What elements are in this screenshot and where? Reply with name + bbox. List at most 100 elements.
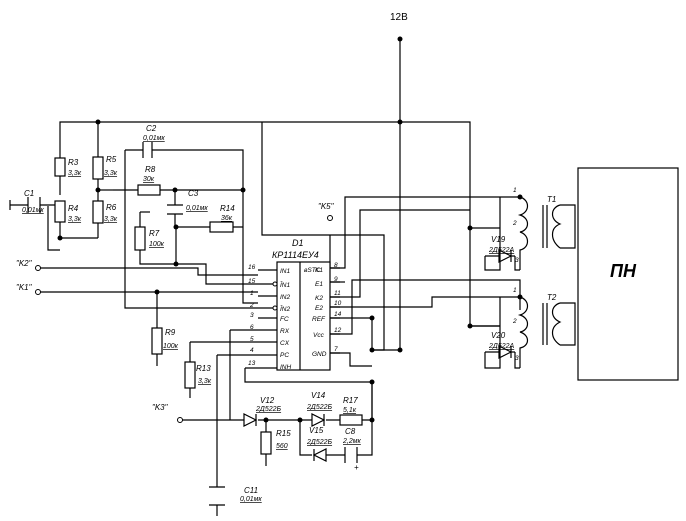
pn-label: ПН xyxy=(610,261,637,281)
port-k5-label: "K5" xyxy=(318,202,335,211)
pin-name: E1 xyxy=(315,281,323,288)
pin-name: E2 xyxy=(315,305,323,312)
pin-num: 9 xyxy=(334,276,338,283)
diode-v14 xyxy=(311,413,326,427)
pin-num: 10 xyxy=(334,300,342,307)
pin-name: CX xyxy=(280,340,290,347)
value-v14: 2Д522Б xyxy=(306,404,333,411)
capacitor-c1 xyxy=(27,197,41,213)
pin-name: REF xyxy=(312,316,326,323)
resistor-r9 xyxy=(151,327,163,355)
capacitor-c8 xyxy=(344,447,358,463)
pin-num: 2 xyxy=(249,302,254,309)
pin-name: INH xyxy=(280,364,292,371)
transformer-t2 xyxy=(517,296,562,368)
value-r7: 100к xyxy=(149,241,165,248)
resistor-r8 xyxy=(137,184,161,196)
value-c3: 0,01мк xyxy=(186,205,208,212)
resistors xyxy=(54,156,363,455)
value-v19: 2Д522А xyxy=(488,247,515,254)
t1-pin: 3 xyxy=(515,257,519,264)
label-r4: R4 xyxy=(68,204,79,213)
resistor-r17 xyxy=(339,414,363,426)
label-v14: V14 xyxy=(311,391,326,400)
pin-num: 4 xyxy=(250,347,254,354)
label-t2: T2 xyxy=(547,293,557,302)
ports xyxy=(35,215,333,423)
value-r8: 30к xyxy=(143,176,155,183)
label-r9: R9 xyxy=(165,328,176,337)
label-c1: C1 xyxy=(24,189,34,198)
pin-name: Vcc xyxy=(313,332,325,339)
port-k1-label: "K1" xyxy=(16,283,33,292)
pin-num: 11 xyxy=(334,290,341,297)
pin-num: 5 xyxy=(250,336,254,343)
label-r17: R17 xyxy=(343,396,358,405)
label-c2: C2 xyxy=(146,124,157,133)
resistor-r15 xyxy=(260,431,272,455)
value-c11: 0,01мк xyxy=(240,496,262,503)
pin-num: 16 xyxy=(248,264,256,271)
label-v20: V20 xyxy=(491,331,506,340)
value-v20: 2Д522А xyxy=(488,343,515,350)
pn-block xyxy=(577,167,679,381)
label-r13: R13 xyxy=(196,364,211,373)
label-r6: R6 xyxy=(106,203,117,212)
chip-ref: D1 xyxy=(292,238,304,248)
label-v12: V12 xyxy=(260,396,275,405)
value-r6: 3,3к xyxy=(104,216,118,223)
port-k2-label: "K2" xyxy=(16,259,33,268)
value-c2: 0,01мк xyxy=(143,135,165,142)
chip-d1 xyxy=(276,261,331,371)
pin-name: ĪN1 xyxy=(280,281,291,289)
port-k3-label: "K3" xyxy=(152,403,169,412)
resistor-r4 xyxy=(54,200,66,223)
t1-pin: 1 xyxy=(513,187,517,194)
pin-name: IN2 xyxy=(280,294,291,301)
value-c8: 2,2мк xyxy=(342,438,362,445)
value-r5: 3,3к xyxy=(104,170,118,177)
resistor-r13 xyxy=(184,361,196,389)
supply-label: 12В xyxy=(390,12,408,23)
diode-v20 xyxy=(485,345,515,359)
label-r15: R15 xyxy=(276,429,291,438)
resistor-r6 xyxy=(92,200,104,224)
capacitors xyxy=(27,142,358,506)
pin-num: 3 xyxy=(250,312,254,319)
label-r8: R8 xyxy=(145,165,156,174)
label-c3: C3 xyxy=(188,189,199,198)
capacitor-c2 xyxy=(142,142,153,158)
value-r15: 560 xyxy=(276,443,288,450)
resistor-r14 xyxy=(209,221,234,233)
label-r7: R7 xyxy=(149,229,160,238)
capacitor-c3 xyxy=(167,204,183,215)
resistor-r7 xyxy=(134,226,146,251)
diode-v12 xyxy=(243,413,258,427)
resistor-r3 xyxy=(54,157,66,177)
pin-name: K1 xyxy=(315,267,323,274)
pin-num: 13 xyxy=(248,360,256,367)
capacitor-c11 xyxy=(209,486,225,506)
label-c8: C8 xyxy=(345,427,356,436)
t2-pin: 2 xyxy=(512,318,517,325)
chip-type: КР1114ЕУ4 xyxy=(272,250,319,260)
pin-name: RX xyxy=(280,328,290,335)
pin-num: 7 xyxy=(334,346,338,353)
value-r4: 3,3к xyxy=(68,216,82,223)
diodes xyxy=(243,249,515,462)
pin-num: 1 xyxy=(250,290,254,297)
value-r9: 100к xyxy=(163,343,179,350)
label-t1: T1 xyxy=(547,195,556,204)
value-r13: 3,3к xyxy=(198,378,212,385)
value-v15: 2Д522Б xyxy=(306,439,333,446)
label-r5: R5 xyxy=(106,155,117,164)
t2-pin: 3 xyxy=(515,355,519,362)
value-r14: 36к xyxy=(221,215,233,222)
value-r17: 5,1к xyxy=(343,407,357,414)
pin-num: 15 xyxy=(248,278,256,285)
pin-name: K2 xyxy=(315,295,323,302)
label-r3: R3 xyxy=(68,158,79,167)
t1-pin: 2 xyxy=(512,220,517,227)
pin-num: 8 xyxy=(334,262,338,269)
